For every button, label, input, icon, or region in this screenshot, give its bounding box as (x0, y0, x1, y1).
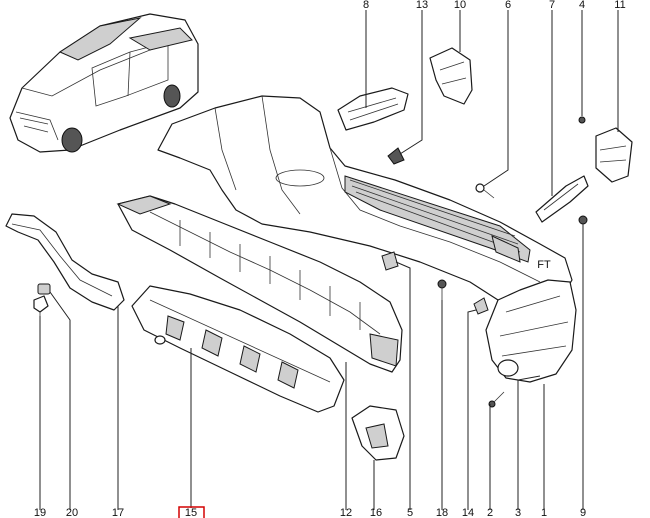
callout-1: 1 (541, 507, 547, 518)
cap-20 (37, 283, 51, 295)
screw-4 (578, 116, 586, 124)
wheel-arch-trim-left (5, 213, 125, 311)
callouts-bottom: 19 20 17 15 12 16 5 18 14 2 3 1 9 (34, 506, 586, 518)
callout-18: 18 (436, 507, 448, 518)
bracket-16 (351, 405, 405, 461)
clip-5 (381, 251, 399, 271)
bolt-18 (437, 279, 447, 300)
screw-6 (475, 183, 495, 199)
nut-9 (578, 215, 588, 225)
callout-13: 13 (416, 0, 428, 11)
callout-5: 5 (407, 507, 413, 518)
bracket-10 (429, 47, 473, 105)
callout-15[interactable]: 15 (185, 507, 197, 518)
callout-9: 9 (580, 507, 586, 518)
lower-diffuser-panel (131, 285, 345, 413)
callout-20: 20 (66, 507, 78, 518)
callout-11: 11 (614, 0, 625, 11)
callout-3: 3 (515, 507, 521, 518)
bumper-end-right (485, 279, 577, 383)
callout-16: 16 (370, 507, 382, 518)
callout-4: 4 (579, 0, 585, 11)
callout-8: 8 (363, 0, 369, 11)
callout-17: 17 (112, 507, 124, 518)
leader-lines (39, 10, 619, 510)
clip-14 (473, 297, 489, 315)
rear-bumper-shell: FT (157, 95, 573, 309)
callout-14: 14 (462, 507, 474, 518)
screw-2 (488, 391, 505, 408)
clip-13 (387, 147, 405, 165)
callout-6: 6 (505, 0, 511, 11)
callouts-top: 8 13 10 6 7 4 11 (363, 0, 626, 11)
callout-10: 10 (454, 0, 466, 11)
callout-7: 7 (549, 0, 555, 11)
callout-12: 12 (340, 507, 352, 518)
cap-19 (33, 295, 49, 320)
bumper-reinforcement (116, 195, 403, 373)
callout-15-highlight-box (178, 506, 205, 518)
callout-2: 2 (487, 507, 493, 518)
car-illustration (9, 13, 199, 153)
bracket-8 (337, 87, 409, 131)
bracket-7 (535, 175, 589, 223)
callout-19: 19 (34, 507, 46, 518)
bracket-11 (595, 127, 633, 183)
bumper-marking-ft: FT (537, 259, 551, 271)
